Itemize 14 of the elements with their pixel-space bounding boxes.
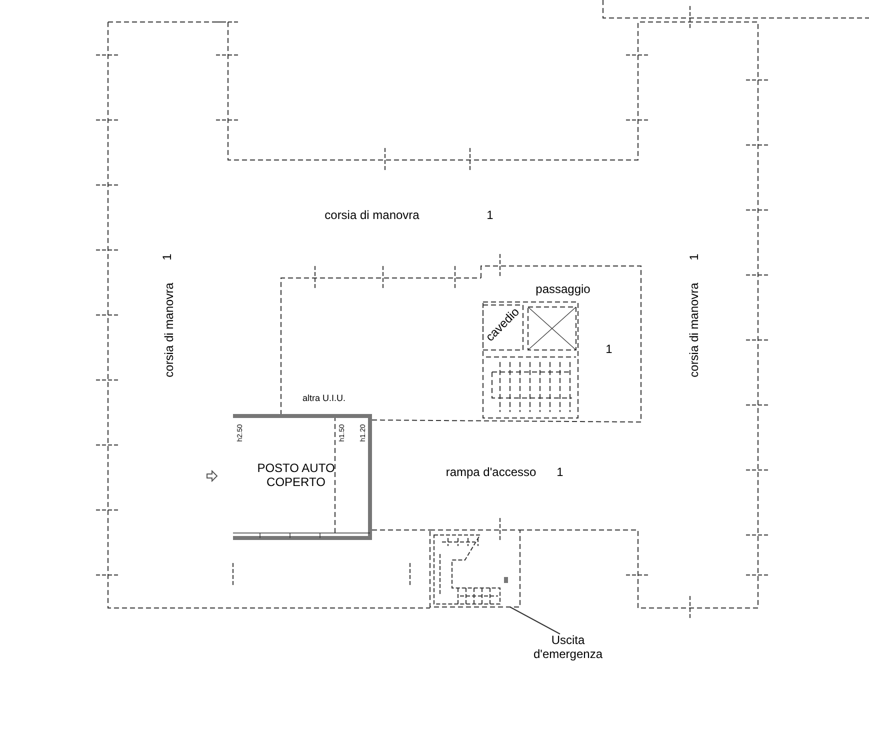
callout-text: Uscita d'emergenza: [528, 634, 608, 664]
area-label: rampa d'accesso: [446, 466, 536, 480]
area-number: 1: [688, 254, 702, 260]
area-number: 1: [486, 209, 494, 223]
leader-line: [510, 606, 560, 634]
area-label: altra U.I.U.: [302, 392, 346, 404]
area-label: POSTO AUTO COPERTO: [256, 462, 336, 490]
area-number: 1: [556, 466, 564, 480]
area-label: corsia di manovra: [324, 209, 420, 223]
area-label: corsia di manovra: [688, 282, 702, 378]
area-label: corsia di manovra: [163, 282, 177, 378]
area-number: 1: [606, 343, 612, 357]
area-label: passaggio: [536, 283, 590, 297]
area-number: 1: [161, 254, 175, 260]
